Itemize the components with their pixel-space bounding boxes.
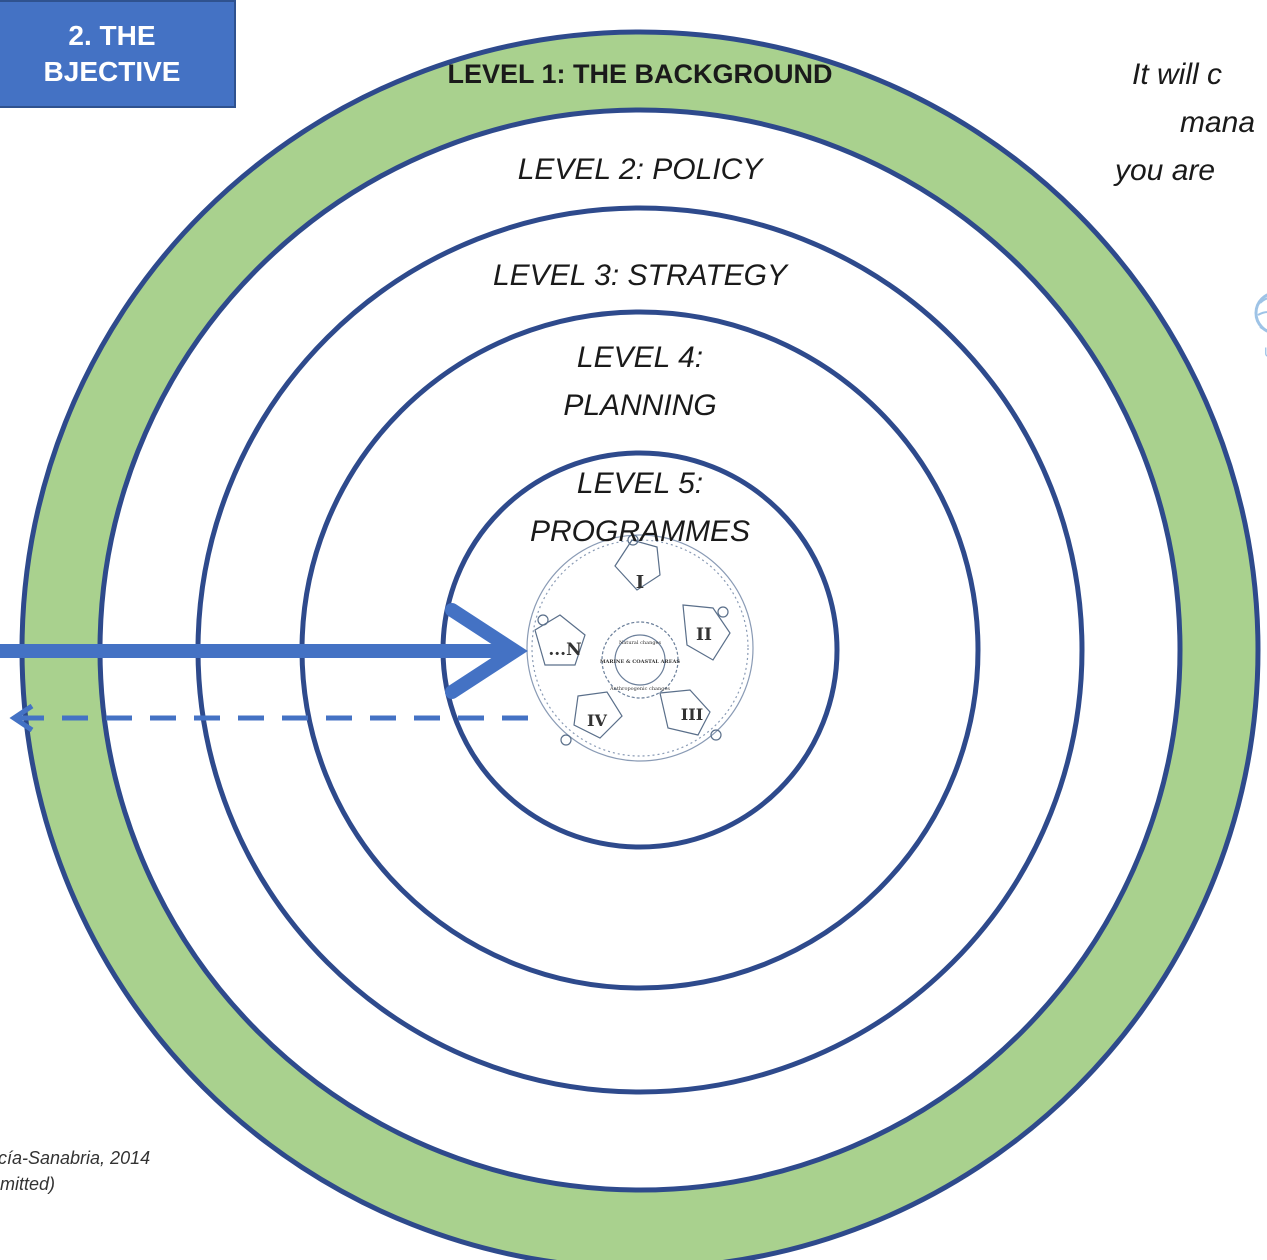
level1-label: LEVEL 1: THE BACKGROUND [447, 59, 833, 89]
level5-label-line2: PROGRAMMES [529, 515, 751, 548]
cycle-label-iii: III [681, 705, 703, 724]
cycle-label-ii: II [696, 625, 712, 645]
level2-label: LEVEL 2: POLICY [517, 153, 763, 186]
level5-label-line1: LEVEL 5: [576, 467, 704, 500]
cycle-center-top: Natural changes [619, 640, 662, 646]
side-note-line1: It will c [1132, 58, 1222, 91]
management-cycle-diagram [526, 534, 754, 762]
cycle-label-n: ...N [548, 640, 581, 660]
level3-label: LEVEL 3: STRATEGY [492, 259, 787, 292]
cycle-label-iv: IV [587, 711, 607, 730]
cycle-label-i: I [636, 572, 644, 593]
level4-label-line1: LEVEL 4: [576, 341, 704, 374]
section-title-line1: 2. THE [68, 20, 156, 51]
citation-line1: cía-Sanabria, 2014 [0, 1148, 151, 1168]
side-note-line2: mana [1180, 106, 1256, 139]
side-note-line3: you are [1115, 154, 1216, 187]
section-title-line2: BJECTIVE [43, 56, 181, 87]
dashed-arrow [9, 703, 528, 733]
citation-line2: mitted) [0, 1174, 56, 1194]
cycle-center-label: MARINE & COASTAL AREAS [600, 659, 680, 665]
svg-text:U: U [1264, 344, 1267, 360]
level4-label-line2: PLANNING [563, 389, 717, 422]
cycle-center-bottom: Anthropogenic changes [609, 686, 670, 692]
section-title-box: 2. THE BJECTIVE [0, 0, 236, 108]
solid-arrow [0, 603, 528, 699]
un-logo-fragment: U [1254, 293, 1267, 360]
